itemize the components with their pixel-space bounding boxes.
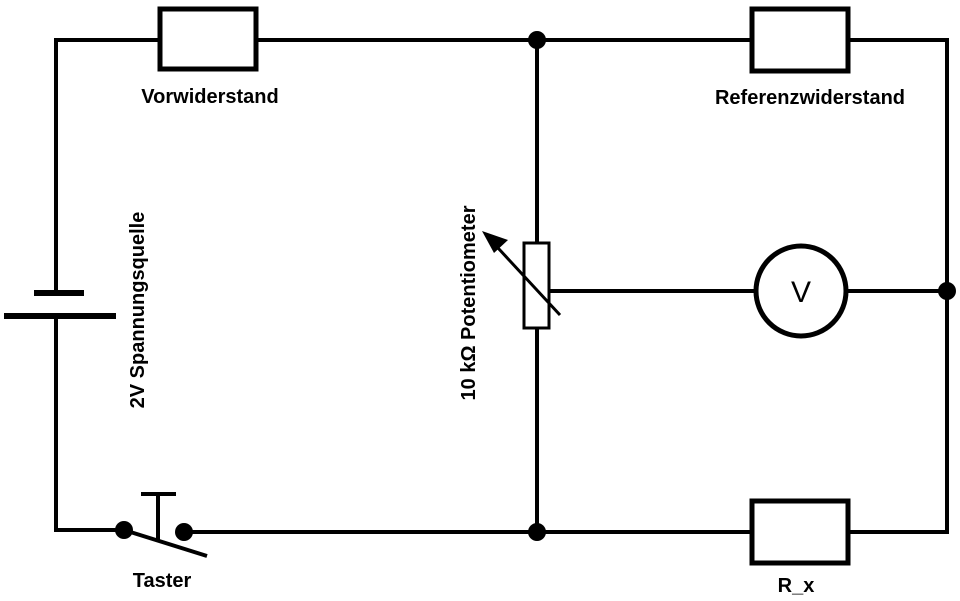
rx-label: R_x bbox=[778, 575, 815, 597]
referenzwiderstand-resistor bbox=[749, 6, 851, 74]
junction-bottom bbox=[528, 523, 546, 541]
junction-top bbox=[528, 31, 546, 49]
battery-icon bbox=[4, 290, 116, 319]
potentiometer-label: 10 kΩ Potentiometer bbox=[458, 205, 480, 400]
taster-label: Taster bbox=[133, 570, 192, 592]
voltmeter-label: V bbox=[791, 276, 811, 309]
switch-icon bbox=[115, 492, 208, 558]
referenzwiderstand-label: Referenzwiderstand bbox=[715, 87, 905, 109]
vorwiderstand-label: Vorwiderstand bbox=[141, 86, 278, 108]
potentiometer-icon bbox=[482, 231, 562, 330]
voltmeter-icon bbox=[753, 243, 849, 339]
spannungsquelle-label: 2V Spannungsquelle bbox=[127, 212, 149, 409]
vorwiderstand-resistor bbox=[157, 6, 259, 72]
junction-right bbox=[938, 282, 956, 300]
rx-resistor bbox=[749, 498, 851, 566]
